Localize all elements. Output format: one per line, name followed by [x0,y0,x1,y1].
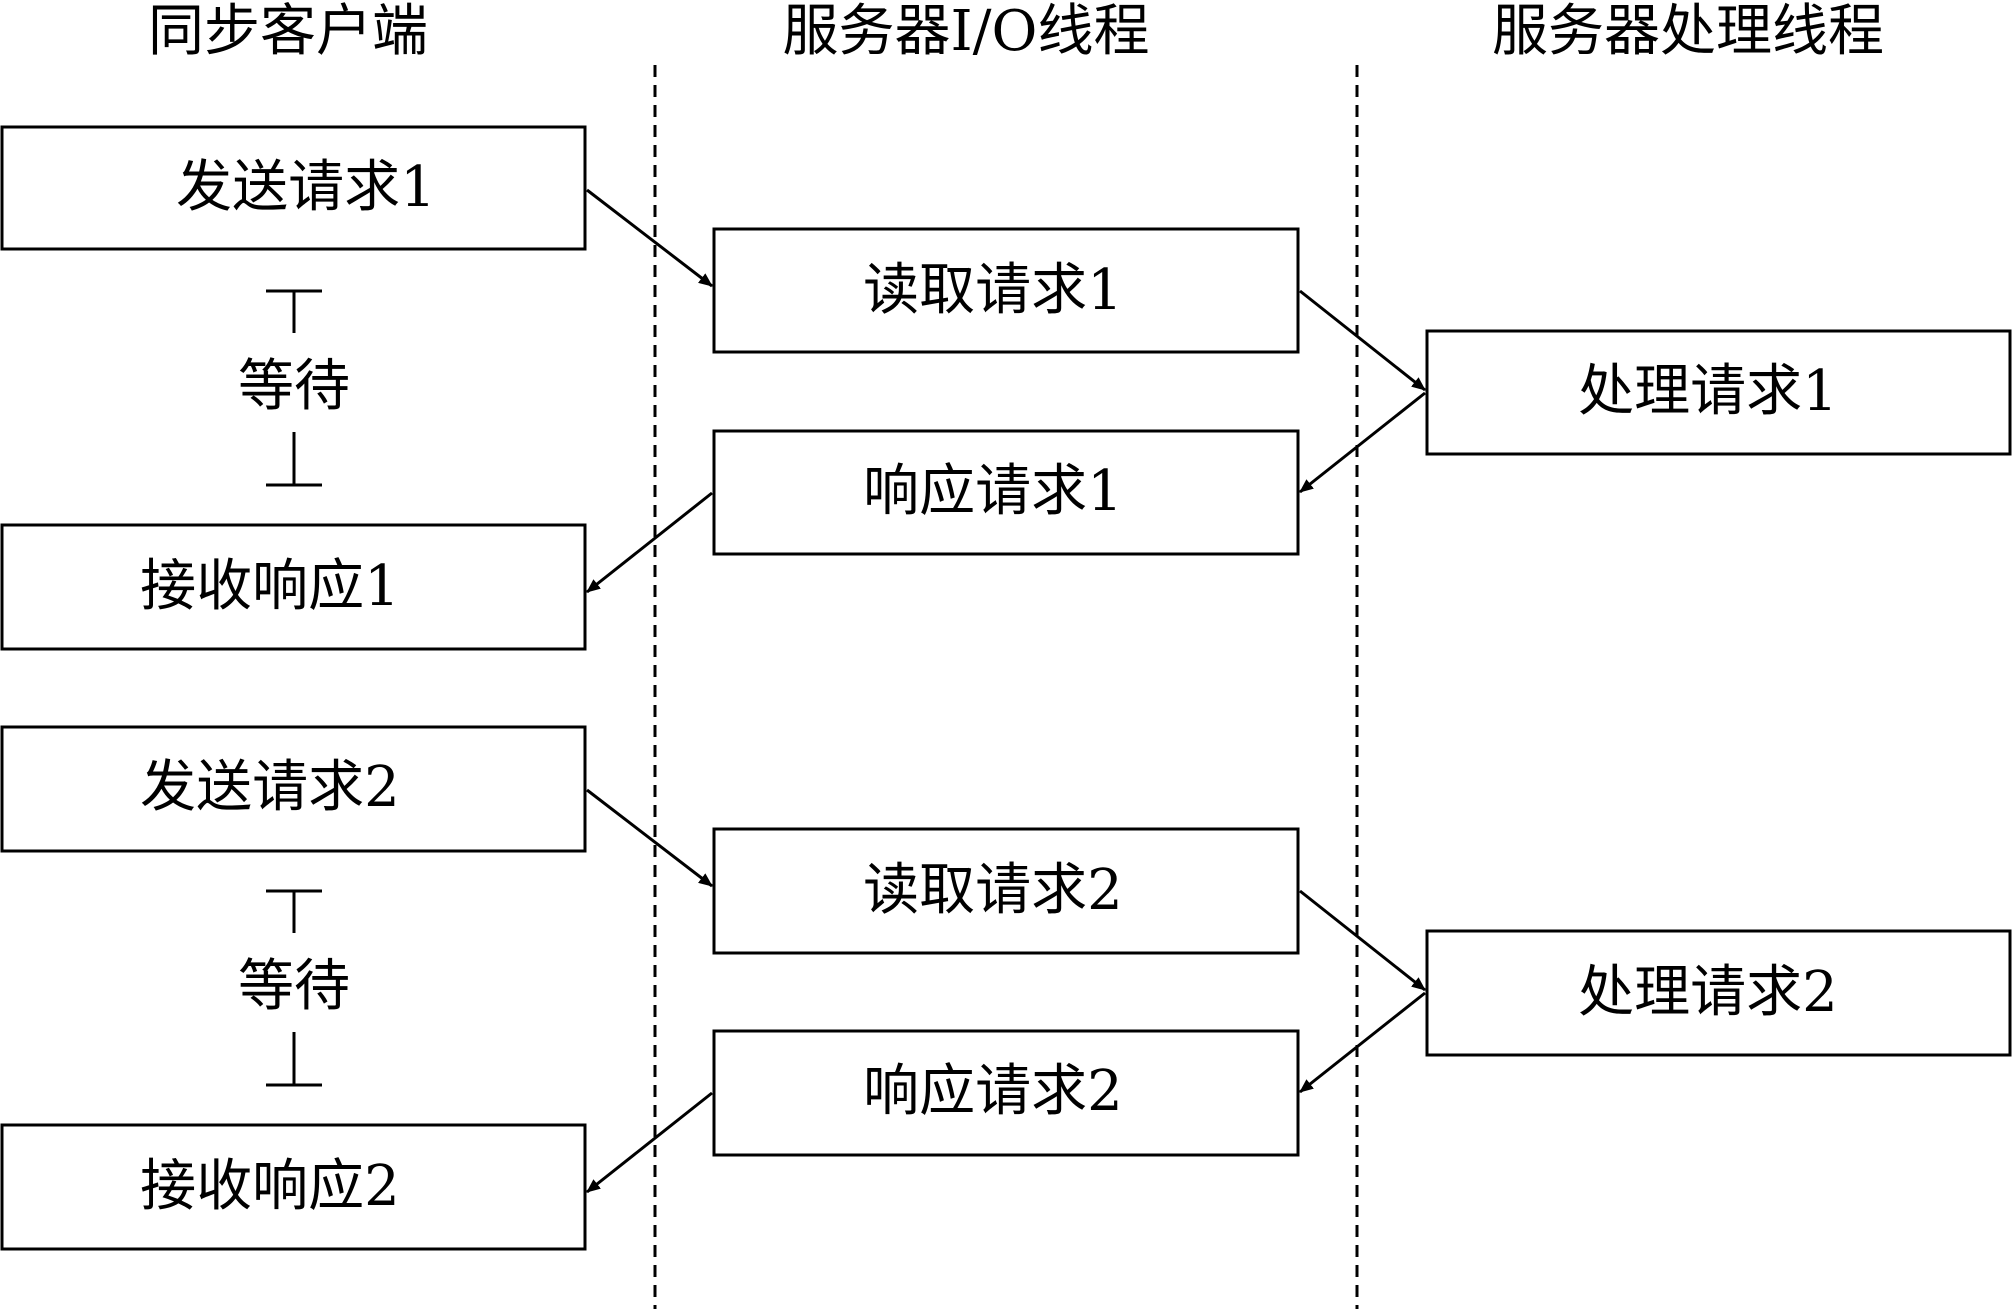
arrow-send-to-read-2 [586,788,713,888]
read-request-2-label: 读取请求2 [863,858,1123,923]
send-request-1-label: 发送请求1 [176,155,436,220]
wait-2-label: 等待 [238,954,350,1019]
receive-response-1-label: 接收响应1 [140,554,400,619]
arrow-process-to-respond-1 [1299,391,1426,494]
lane-title-io: 服务器I/O线程 [783,0,1150,64]
round-1: 发送请求1 读取请求1 处理请求1 响应请求1 接收响应1 等待 [0,125,2012,651]
process-request-1-label: 处理请求1 [1578,359,1838,424]
receive-response-2-label: 接收响应2 [140,1154,400,1219]
lane-title-client: 同步客户端 [148,0,428,64]
process-request-2-label: 处理请求2 [1578,960,1838,1025]
arrow-read-to-process-2 [1299,889,1426,992]
arrow-read-to-process-1 [1299,289,1426,392]
round-2: 发送请求2 读取请求2 处理请求2 响应请求2 接收响应2 等待 [0,725,2012,1251]
read-request-1-box [712,227,1300,354]
send-request-2-label: 发送请求2 [140,755,400,820]
respond-request-2-label: 响应请求2 [863,1059,1123,1124]
receive-response-1-box [0,523,587,651]
arrow-process-to-respond-2 [1299,991,1426,1094]
lane-title-worker: 服务器处理线程 [1492,0,1884,64]
send-request-2-box [0,725,587,853]
respond-request-1-label: 响应请求1 [863,459,1123,524]
respond-request-1-box [712,429,1300,556]
receive-response-2-box [0,1123,587,1251]
read-request-2-box [712,827,1300,955]
send-request-1-box [0,125,587,251]
read-request-1-label: 读取请求1 [863,258,1123,323]
respond-request-2-box [712,1029,1300,1157]
process-request-2-box [1425,929,2012,1057]
arrow-send-to-read-1 [586,188,713,288]
wait-1-label: 等待 [238,354,350,419]
arrow-respond-to-receive-2 [586,1091,713,1194]
process-request-1-box [1425,329,2012,456]
arrow-respond-to-receive-1 [586,491,713,594]
